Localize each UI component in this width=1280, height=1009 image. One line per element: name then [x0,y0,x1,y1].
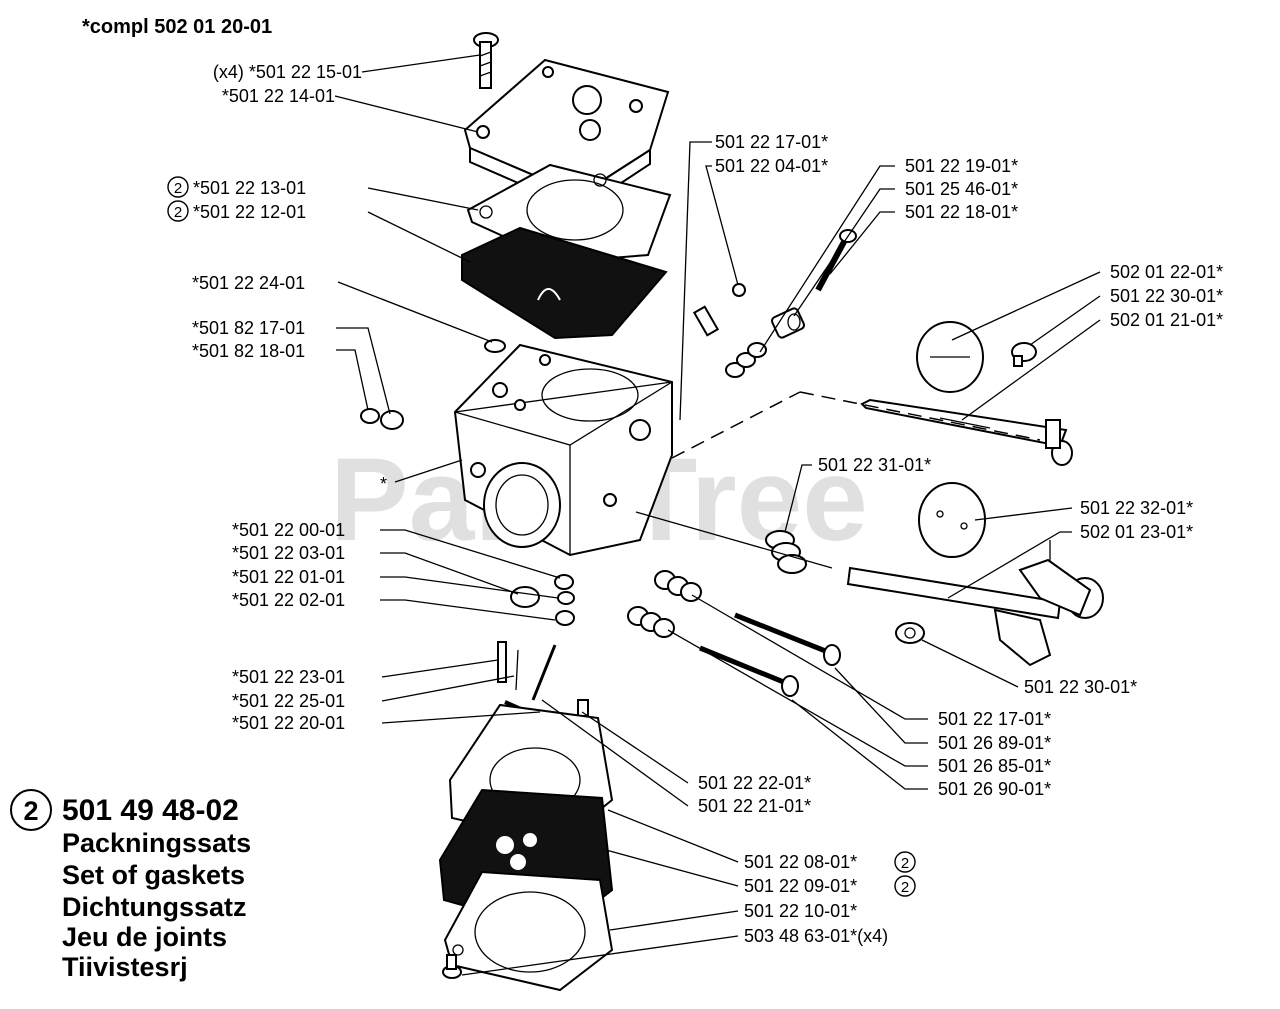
kit-name-de: Dichtungssatz [62,892,247,922]
leader-lines [334,54,1101,976]
callout-left: *501 22 03-01 [232,543,345,563]
cover-screw [473,32,499,89]
low-speed-needle [734,612,841,666]
callout-right: 501 22 17-01* [938,709,1051,729]
callout-left-asterisk: * [380,474,387,494]
callout-right: 502 01 21-01* [1110,310,1223,330]
callout-right: 501 26 90-01* [938,779,1051,799]
high-speed-needle [699,645,799,697]
throttle-valve-disc [918,482,986,558]
callout-left: (x4) *501 22 15-01 [213,62,362,82]
return-spring [765,530,807,574]
callout-right: 503 48 63-01*(x4) [744,926,888,946]
circled-marker-text: 2 [901,855,909,872]
kit-marker-text: 2 [23,796,38,826]
circled-marker-text: 2 [174,204,182,221]
kit-name-sv: Packningssats [62,828,251,858]
callout-right: 501 22 30-01* [1110,286,1223,306]
callout-left: *501 22 02-01 [232,590,345,610]
axis-line-2 [799,391,1041,441]
callout-right: 501 22 17-01* [715,132,828,152]
circled-marker-2 [894,851,916,873]
callout-left: *501 22 12-01 [193,202,306,222]
circled-marker-2 [167,200,189,222]
adjust-nut [770,307,806,339]
callout-left: *501 22 00-01 [232,520,345,540]
kit-name-fr: Jeu de joints [62,922,227,952]
circled-marker-2 [894,875,916,897]
labels: *compl 502 01 20-01 (x4) *501 22 15-01 *… [10,16,1223,982]
kit-number: 501 49 48-02 [62,794,239,827]
callout-right: 501 22 08-01* [744,852,857,872]
circled-marker-text: 2 [901,879,909,896]
callout-left: *501 22 20-01 [232,713,345,733]
inlet-washer [484,339,506,353]
kit-name-en: Set of gaskets [62,860,245,890]
throttle-shaft [846,540,1104,667]
callout-left: *501 22 25-01 [232,691,345,711]
callout-right: 502 01 23-01* [1080,522,1193,542]
assembly-number: *compl 502 01 20-01 [82,16,272,38]
callout-left: *501 22 14-01 [222,86,335,106]
circled-marker-text: 2 [174,180,182,197]
callout-right: 501 22 30-01* [1024,677,1137,697]
welch-plugs [510,574,575,626]
parts-illustration [360,32,1104,992]
choke-shaft [860,398,1073,466]
callout-left: *501 22 24-01 [192,273,305,293]
callout-right: 501 25 46-01* [905,179,1018,199]
callout-right: 501 22 10-01* [744,901,857,921]
callout-right: 501 22 19-01* [905,156,1018,176]
shaft-screw-lower [895,622,925,644]
inlet-needle-spring [692,283,746,337]
circlip-pair [360,408,404,430]
callout-right: 501 22 18-01* [905,202,1018,222]
callout-left: *501 82 17-01 [192,318,305,338]
choke-valve-disc [916,321,984,393]
callout-right: 501 22 04-01* [715,156,828,176]
callout-left: *501 22 01-01 [232,567,345,587]
shaft-screw-upper [1011,342,1037,367]
callout-right: 501 22 31-01* [818,455,931,475]
kit-name-fi: Tiivistesrj [62,952,188,982]
idle-spring-upper [725,342,767,378]
cover-screw-lower [442,954,462,979]
callout-right: 501 26 85-01* [938,756,1051,776]
callout-right: 501 22 22-01* [698,773,811,793]
circled-marker-2 [167,176,189,198]
pump-diaphragm [461,226,668,340]
callout-right: 501 26 89-01* [938,733,1051,753]
axis-line-1 [671,391,801,459]
callout-left: *501 22 13-01 [193,178,306,198]
carburetor-body [453,343,673,557]
adjust-screw-upper [815,229,857,292]
low-needle-spring [654,570,702,602]
callout-left: *501 22 23-01 [232,667,345,687]
callout-right: 501 22 32-01* [1080,498,1193,518]
callout-left: *501 82 18-01 [192,341,305,361]
callout-right: 501 22 21-01* [698,796,811,816]
callout-right: 501 22 09-01* [744,876,857,896]
kit-circled-marker [10,789,52,831]
callout-right: 502 01 22-01* [1110,262,1223,282]
high-needle-spring [627,606,675,638]
